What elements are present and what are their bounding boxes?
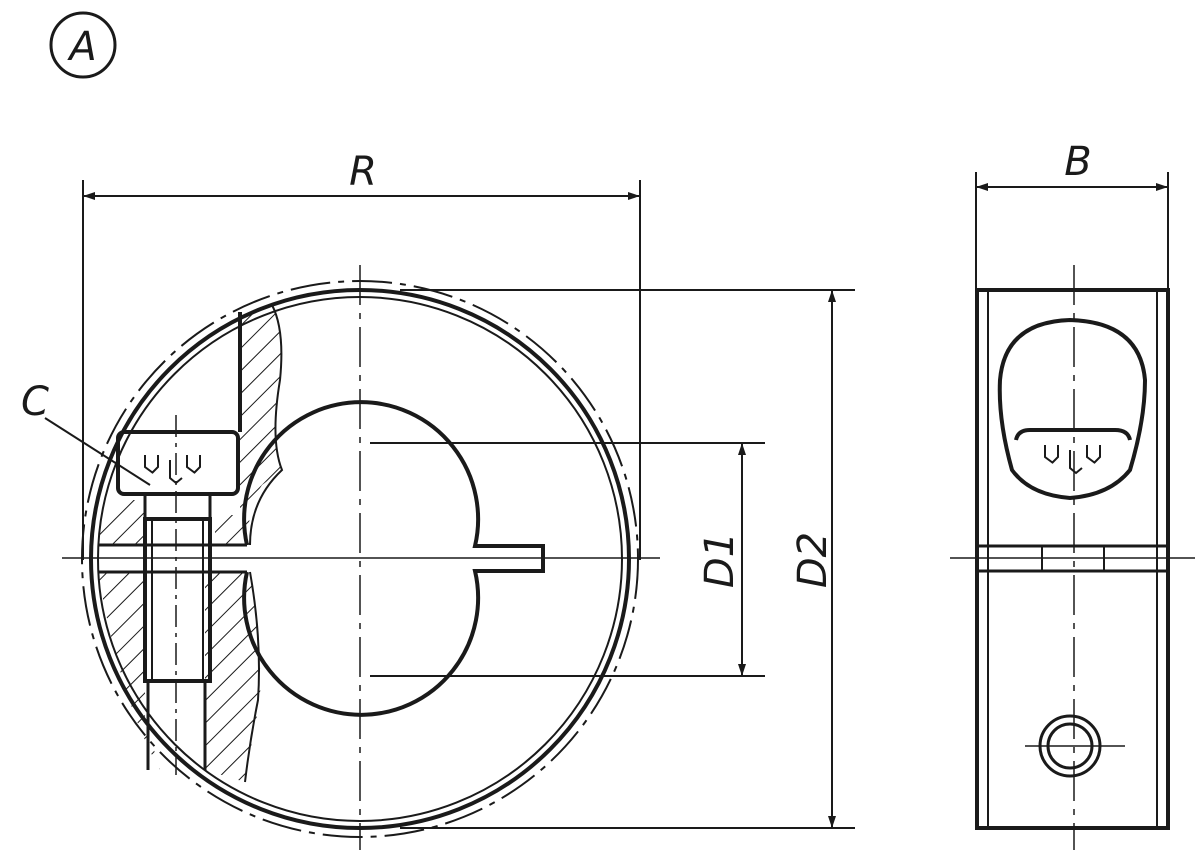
- dimension-r-label: R: [349, 149, 377, 195]
- section-hatch-lower-right: [205, 572, 261, 782]
- dimension-d1-label: D1: [697, 532, 743, 588]
- front-view: C: [21, 265, 660, 850]
- section-hatch-upper: [215, 305, 282, 545]
- screw-pocket: [997, 317, 1148, 501]
- dimension-d2-label: D2: [790, 532, 836, 588]
- dimension-d2: D2: [400, 289, 855, 829]
- section-hatch-lower-left: [98, 572, 160, 770]
- dimension-d1: D1: [370, 442, 765, 677]
- screw: [116, 415, 240, 775]
- dimension-b-label: B: [1064, 139, 1091, 185]
- side-body: [975, 288, 1170, 830]
- hex-socket-icon: [1044, 445, 1101, 475]
- dimension-c-label: C: [21, 379, 49, 425]
- screw-leader: [44, 417, 151, 486]
- hex-socket-icon: [144, 455, 201, 485]
- view-marker-label: A: [66, 24, 96, 70]
- section-hatch-left: [98, 500, 145, 545]
- dimension-r: R: [82, 149, 641, 560]
- side-view: B: [950, 139, 1195, 850]
- view-marker: A: [49, 11, 117, 79]
